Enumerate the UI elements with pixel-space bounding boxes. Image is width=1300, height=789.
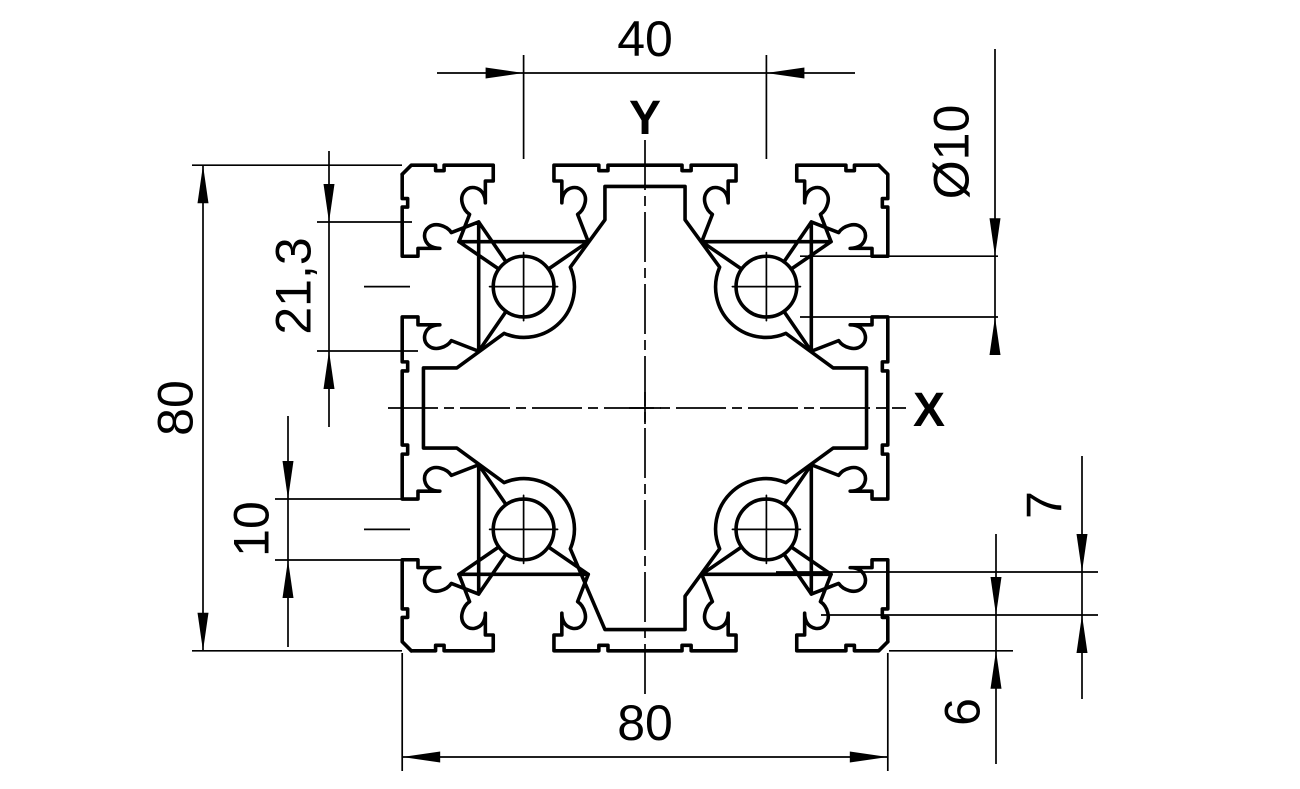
dim-profile-width: 80 [401,653,889,771]
dim-core-hole-diameter-label: Ø10 [924,105,980,200]
dim-profile-height: 80 [148,164,402,652]
core-hole [488,251,559,322]
corner-web-walls [457,220,591,354]
dim-slot-spacing: 40 [437,11,855,159]
profile-face [400,163,881,244]
axis-label-x: X [913,384,945,437]
profile-outline [400,163,890,653]
dim-cavity-width-label: 21,3 [266,237,322,334]
dim-slot-opening-width: 10 [224,416,402,647]
dim-slot-depth: 7 [776,456,1098,699]
center-cross [629,392,661,424]
dim-cavity-width: 21,3 [266,151,418,427]
axis-label-y: Y [629,92,661,145]
dim-profile-width-label: 80 [617,695,673,751]
dim-profile-height-label: 80 [148,380,204,436]
dim-slot-opening-width-label: 10 [224,501,280,557]
centerlines [364,140,906,700]
dim-slot-spacing-label: 40 [617,11,673,67]
dim-slot-depth-label: 7 [1017,491,1073,519]
dim-core-hole-diameter: Ø10 [800,49,1001,355]
central-cavity-outline [421,184,869,632]
dim-lip-thickness: 6 [889,534,1013,764]
dim-lip-thickness-label: 6 [935,698,991,726]
